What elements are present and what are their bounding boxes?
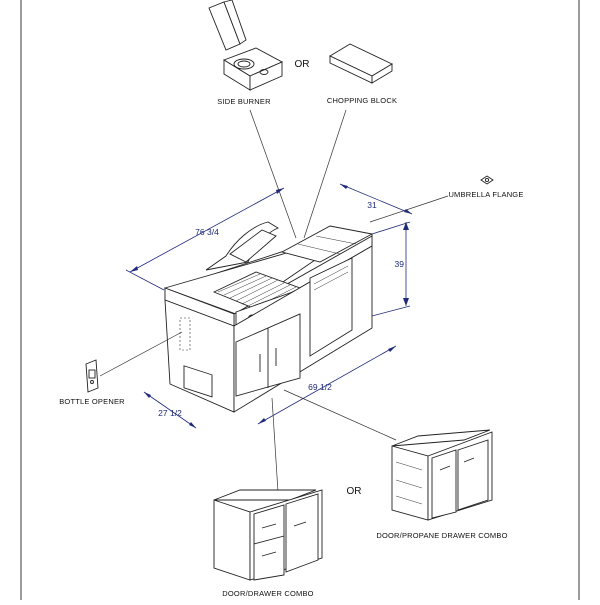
dimension-height-label: 39: [395, 259, 405, 269]
door-drawer-combo-illustration: [213, 489, 323, 581]
bottle-opener-illustration: [85, 359, 99, 393]
chopping-block-label: CHOPPING BLOCK: [327, 96, 397, 105]
dimension-height: [371, 221, 411, 317]
side-burner-leader: [249, 109, 297, 239]
dimension-side-depth: [143, 391, 197, 429]
dimension-length-label: 76 3/4: [195, 227, 219, 237]
door-drawer-combo-label: DOOR/DRAWER COMBO: [222, 589, 313, 598]
door-drawer-leader: [271, 397, 279, 493]
dimension-top-depth: [339, 183, 413, 215]
umbrella-flange-leader: [369, 195, 449, 223]
umbrella-flange-illustration: [480, 175, 494, 185]
dimension-side-depth-label: 27 1/2: [158, 408, 182, 418]
dimension-top-depth-label: 31: [367, 200, 377, 210]
chopping-block-leader: [303, 109, 347, 239]
bottle-opener-leader: [99, 331, 183, 377]
side-burner-illustration: [208, 0, 284, 91]
chopping-block-illustration: [329, 43, 393, 84]
or-text-top: OR: [295, 59, 310, 70]
door-propane-leader: [283, 389, 397, 441]
door-propane-drawer-combo-illustration: [391, 429, 493, 521]
or-text-bottom: OR: [347, 486, 362, 497]
door-propane-drawer-combo-label: DOOR/PROPANE DRAWER COMBO: [376, 531, 507, 540]
side-burner-label: SIDE BURNER: [217, 97, 271, 106]
dimension-front-width-label: 69 1/2: [308, 382, 332, 392]
umbrella-flange-label: UMBRELLA FLANGE: [448, 190, 523, 199]
bottle-opener-label: BOTTLE OPENER: [59, 397, 125, 406]
grill-island-illustration: [163, 221, 374, 413]
dimension-length: [125, 187, 285, 291]
dimension-front-width: [257, 345, 397, 425]
